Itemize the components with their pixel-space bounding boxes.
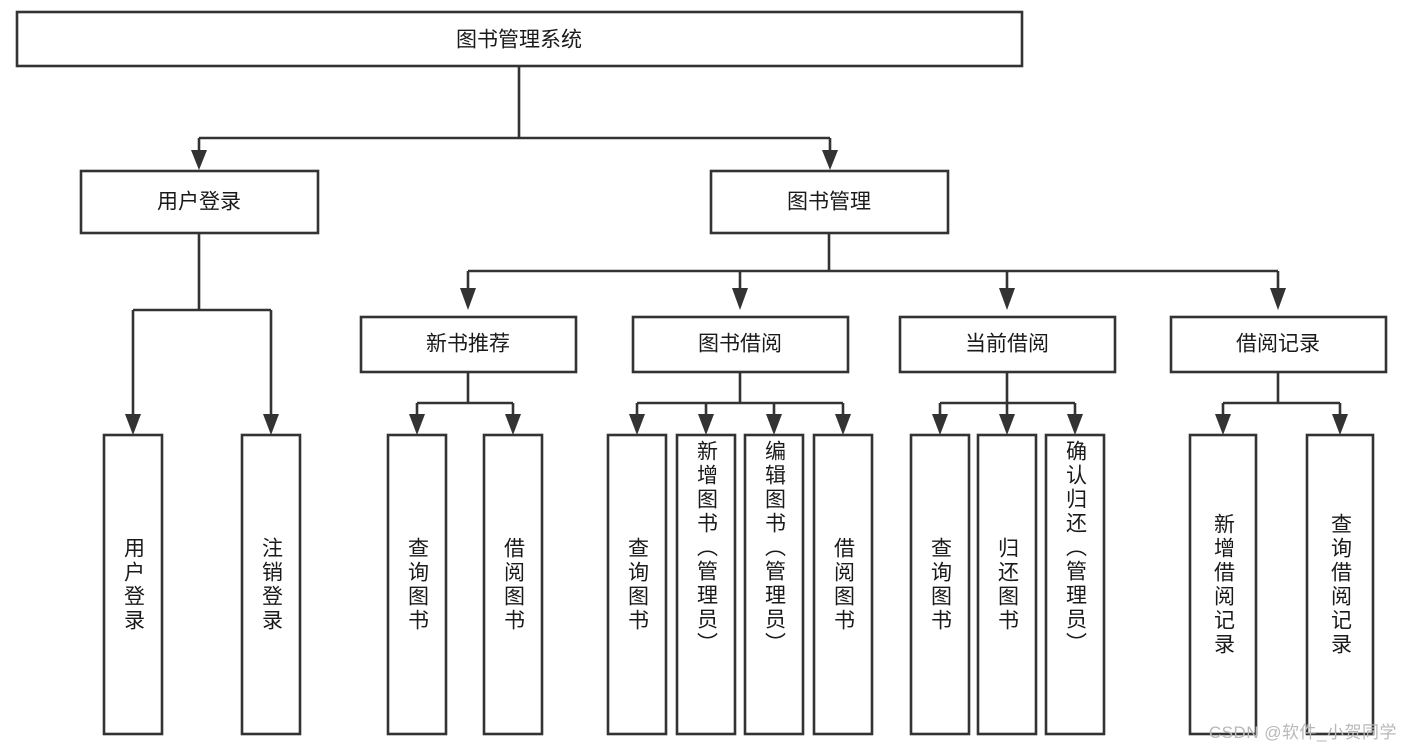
arrow-to-book-borrow [732,288,748,310]
leaf-box-book-borrow-3[interactable] [812,433,874,736]
arrow-to-leaf-user-login-1 [263,414,279,435]
node-current-borrow[interactable]: 当前借阅 [898,315,1117,374]
node-new-book-recommend-label: 新书推荐 [426,333,510,356]
leaf-box-current-borrow-1[interactable] [976,433,1038,736]
connector-user-login-bus [125,233,279,435]
arrow-to-new-book-recommend [460,288,476,310]
node-current-borrow-label: 当前借阅 [965,333,1049,356]
connector-current-borrow-bus [932,372,1083,435]
leaf-box-book-borrow-2[interactable] [743,433,805,736]
leaf-box-current-borrow-2[interactable] [1044,433,1106,736]
leaf-box-book-borrow-1[interactable] [675,433,737,736]
leaf-box-current-borrow-0[interactable] [909,433,971,736]
node-current-borrow-box[interactable] [898,315,1117,374]
node-borrow-record-label: 借阅记录 [1236,333,1320,356]
connector-book-borrow-bus [629,372,851,435]
arrow-to-leaf-user-login-0 [125,414,141,435]
arrow-to-user-login [191,150,207,170]
node-book-borrow[interactable]: 图书借阅 [631,315,850,374]
node-book-borrow-label: 图书借阅 [698,333,782,356]
node-book-manage[interactable]: 图书管理 [709,169,950,235]
leaf-box-user-login-0[interactable] [102,433,164,736]
node-root[interactable]: 图书管理系统 [15,10,1024,68]
leaf-box-new-book-0[interactable] [386,433,448,736]
node-root-box[interactable] [15,10,1024,68]
leaf-box-new-book-1[interactable] [482,433,544,736]
node-user-login-label: 用户登录 [157,191,241,214]
node-user-login[interactable]: 用户登录 [79,169,320,235]
connector-new-book-recommend-bus [409,372,521,435]
connector-book-manage-bus [460,233,1286,310]
arrow-to-current-borrow [999,288,1015,310]
arrow-to-book-manage [822,150,838,170]
node-user-login-box[interactable] [79,169,320,235]
connector-root-bus [191,66,838,170]
leaf-box-user-login-1[interactable] [240,433,302,736]
node-book-manage-label: 图书管理 [787,191,871,214]
node-new-book-recommend[interactable]: 新书推荐 [359,315,578,374]
leaf-box-book-borrow-0[interactable] [606,433,668,736]
leaf-box-borrow-record-0[interactable] [1188,433,1258,736]
node-new-book-recommend-box[interactable] [359,315,578,374]
arrow-to-borrow-record [1270,288,1286,310]
node-borrow-record[interactable]: 借阅记录 [1169,315,1388,374]
connector-borrow-record-bus [1215,372,1348,435]
node-root-label: 图书管理系统 [456,29,582,52]
leaf-box-borrow-record-1[interactable] [1305,433,1375,736]
